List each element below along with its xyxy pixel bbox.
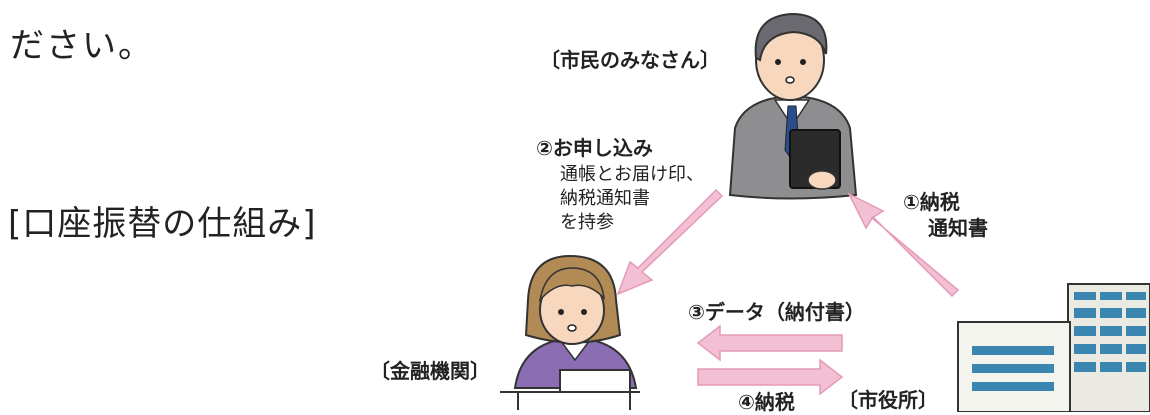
step2-line3: を持参 [560,212,614,233]
arrow-tax-notice [847,192,960,298]
step2-line2: 納税通知書 [560,188,650,209]
arrow-tax-payment [697,358,844,396]
actor-citizen-label: 〔市民のみなさん〕 [540,48,720,72]
step1-title: ①納税 [903,190,960,214]
arrow-application [616,188,724,296]
intro-text: ださい。 [10,26,154,66]
citizen-illustration [728,12,858,200]
step1-line2: 通知書 [928,216,988,240]
section-heading: [口座振替の仕組み] [8,204,317,244]
city-hall-illustration [957,283,1150,412]
actor-city-hall-label: 〔市役所〕 [838,388,938,412]
step4-label: ④納税 [738,390,795,414]
step2-line1: 通帳とお届け印、 [560,164,704,185]
arrow-data [696,324,843,362]
step2-title: ②お申し込み [536,136,653,160]
actor-bank-label: 〔金融機関〕 [370,359,490,383]
bank-staff-illustration [500,254,640,410]
step3-label: ③データ（納付書） [688,300,865,324]
